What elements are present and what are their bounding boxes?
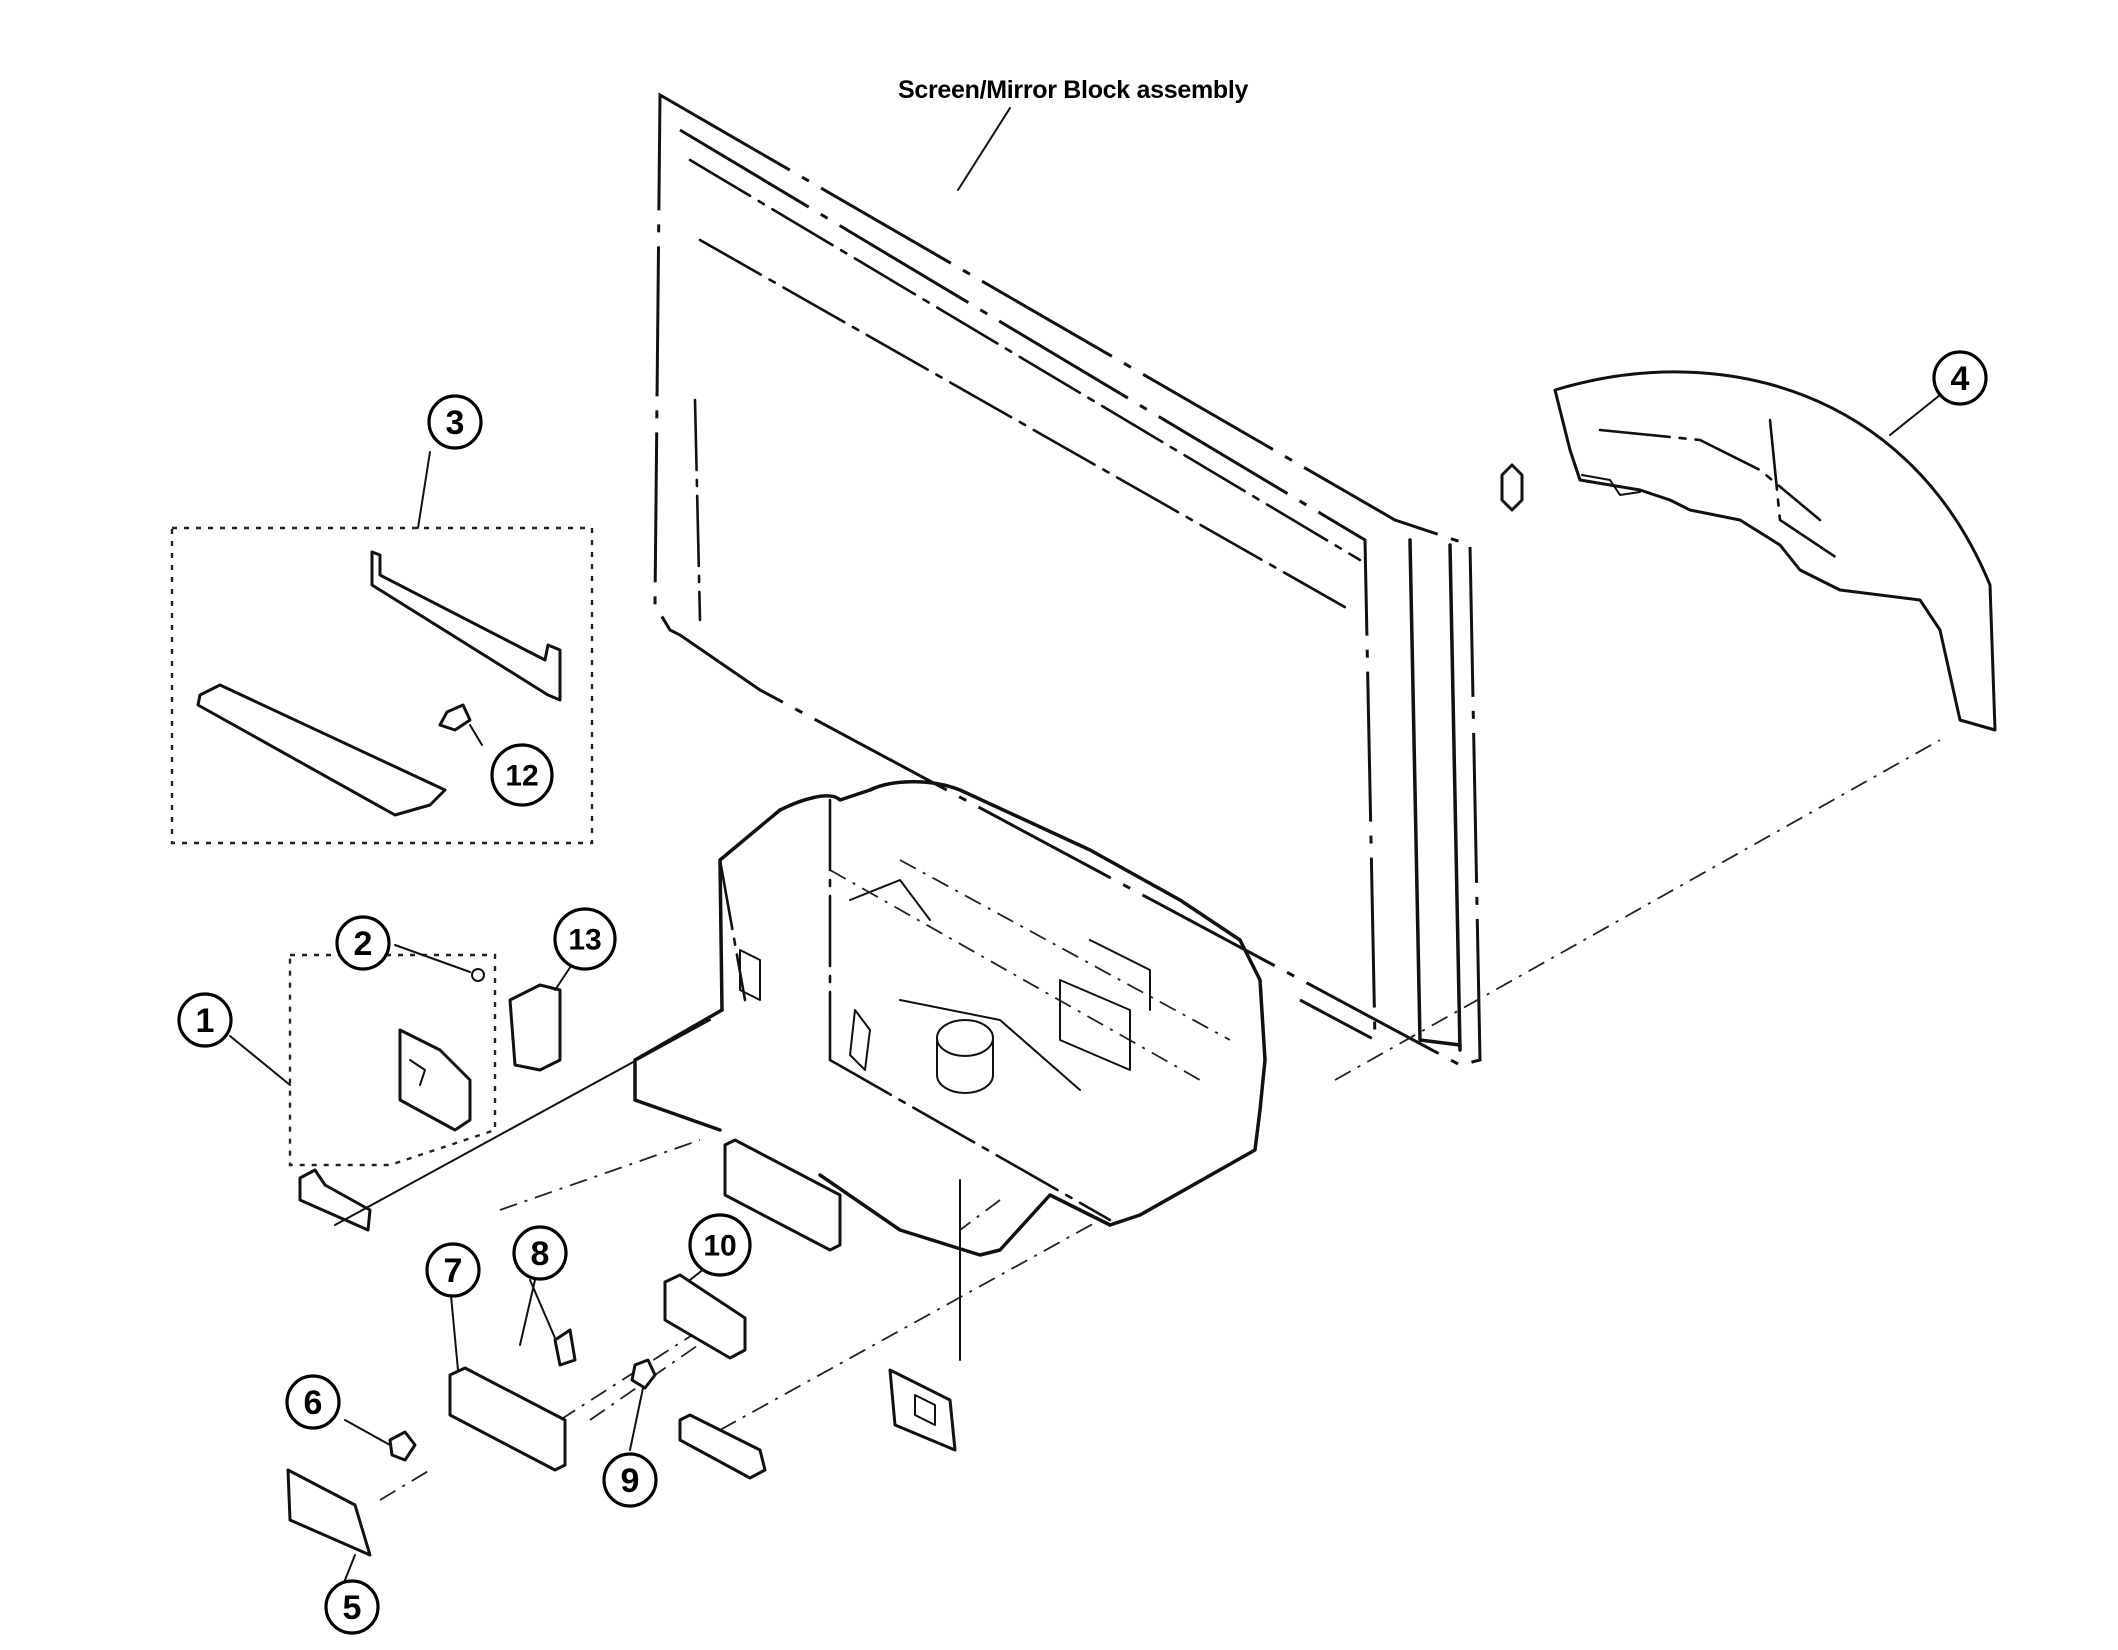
callout-7-text: 7: [444, 1252, 463, 1290]
group-box-3: [170, 451, 594, 845]
callout-9: 9: [602, 1452, 658, 1508]
callout-4-text: 4: [1951, 360, 1970, 398]
callout-4: 4: [1932, 350, 1988, 406]
callout-8: 8: [512, 1225, 568, 1281]
callout-12-text: 12: [505, 760, 538, 793]
callout-13: 13: [553, 907, 617, 971]
callout-13-text: 13: [568, 924, 601, 957]
callout-10-text: 10: [703, 1230, 736, 1263]
callout-10: 10: [688, 1213, 752, 1277]
callout-8-text: 8: [531, 1235, 550, 1273]
callout-5-text: 5: [343, 1589, 362, 1627]
callout-5: 5: [324, 1579, 380, 1635]
callout-3-text: 3: [446, 404, 465, 442]
callout-6: 6: [285, 1374, 341, 1430]
callout-9-text: 9: [621, 1462, 640, 1500]
callout-3: 3: [427, 394, 483, 450]
callout-1-text: 1: [196, 1002, 215, 1040]
callout-7: 7: [425, 1242, 481, 1298]
lower-parts: [286, 739, 1941, 1581]
callout-2-text: 2: [354, 925, 373, 963]
back-cover-4: [1500, 370, 1997, 732]
chassis-base: [633, 780, 1267, 1257]
callout-1: 1: [177, 992, 233, 1048]
callout-6-text: 6: [304, 1384, 323, 1422]
callout-12: 12: [490, 743, 554, 807]
screen-mirror-block-label: Screen/Mirror Block assembly: [898, 76, 1249, 104]
callout-2: 2: [335, 915, 391, 971]
group-box-1: [229, 944, 497, 1167]
screen-mirror-block: [653, 92, 1482, 1067]
